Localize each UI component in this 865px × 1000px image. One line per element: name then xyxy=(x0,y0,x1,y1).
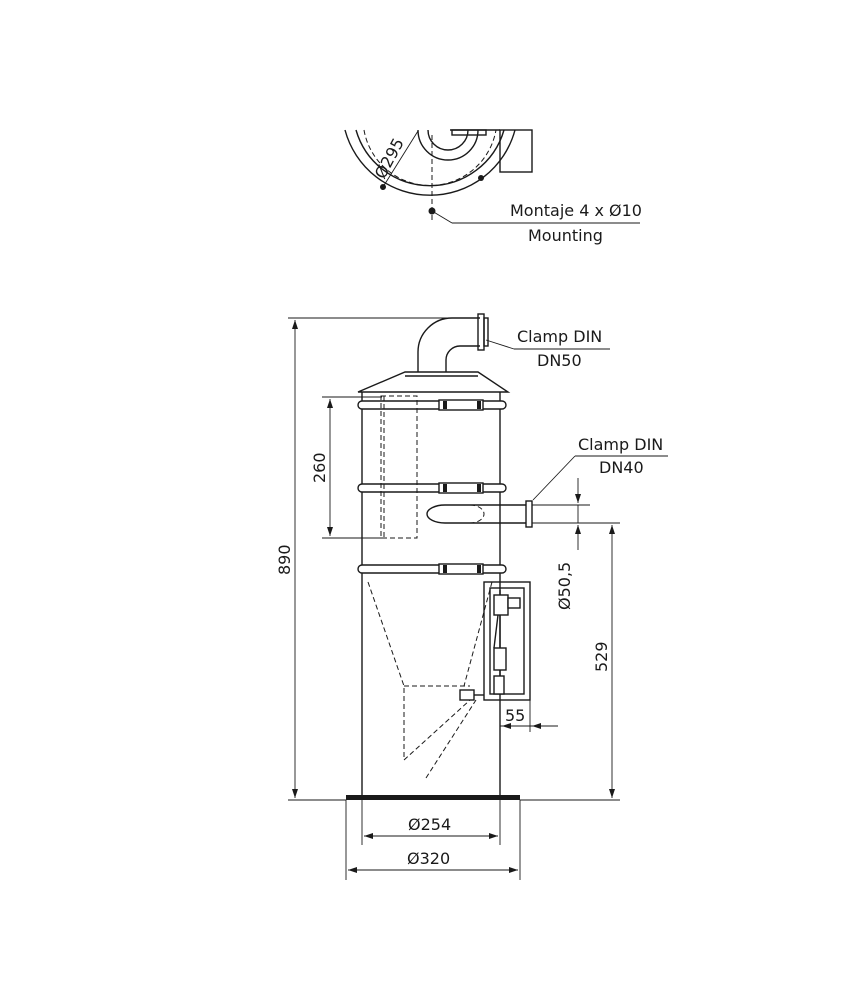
dim-inlet-diameter: Ø50,5 xyxy=(555,562,574,610)
side-view xyxy=(346,313,533,800)
dim-base-diameter: Ø320 xyxy=(407,849,450,868)
diameter-label: Ø295 xyxy=(371,135,408,182)
outlet-clamp-label: Clamp DIN xyxy=(517,327,602,346)
dim-body-diameter: Ø254 xyxy=(408,815,451,834)
mounting-label-es: Montaje 4 x Ø10 xyxy=(510,201,642,220)
dimensions: 890 260 Ø50,5 529 55 Ø254 Ø320 xyxy=(275,317,668,880)
inlet-clamp-size: DN40 xyxy=(599,458,644,477)
dim-upper-section: 260 xyxy=(310,452,329,483)
dim-box-width: 55 xyxy=(505,706,525,725)
dim-inlet-height: 529 xyxy=(592,641,611,672)
outlet-clamp-size: DN50 xyxy=(537,351,582,370)
inlet-clamp-label: Clamp DIN xyxy=(578,435,663,454)
dim-total-height: 890 xyxy=(275,544,294,575)
mounting-label-en: Mounting xyxy=(528,226,603,245)
top-view: Ø295 Montaje 4 x Ø10 Mounting xyxy=(344,129,642,245)
